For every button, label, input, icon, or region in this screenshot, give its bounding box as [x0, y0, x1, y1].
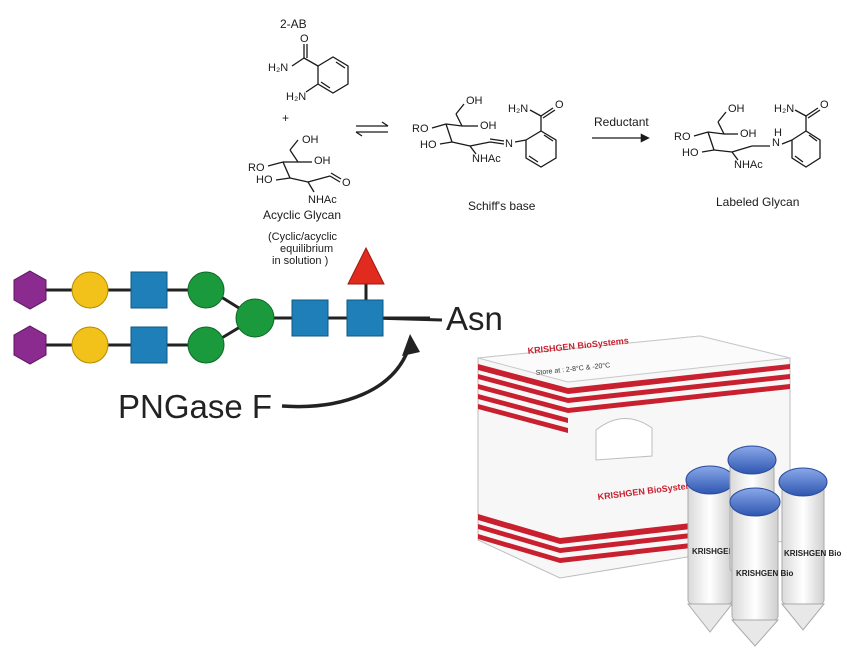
arrow-head-icon [402, 334, 420, 356]
atom-oh: OH [740, 128, 757, 140]
atom-oh: OH [302, 134, 319, 146]
atom-ro: RO [674, 131, 691, 143]
fucose-icon [347, 246, 385, 285]
mannose-icon [187, 326, 225, 364]
atom-o: O [342, 177, 351, 189]
sialic-acid-icon [13, 270, 47, 310]
core-glcnac-icon [291, 299, 329, 337]
atom-h2n: H₂N [286, 91, 306, 103]
core-glcnac-icon [346, 299, 384, 337]
atom-nhac: NHAc [472, 153, 501, 165]
schiff-base-molecule: OH OH RO HO NHAc N O [412, 95, 564, 213]
atom-n: N [772, 137, 780, 149]
reductant-arrow: Reductant [592, 115, 650, 143]
core-mannose-icon [235, 298, 275, 338]
tube-cap-icon [727, 445, 777, 475]
two-ab-molecule: 2-AB O H₂N H₂N + [268, 17, 349, 125]
atom-o: O [555, 99, 564, 111]
schiff-base-label: Schiff's base [468, 199, 536, 213]
tube-cap-icon [685, 465, 735, 495]
atom-h: H [774, 127, 782, 139]
glcnac-icon [130, 326, 168, 364]
kit-product-image: KRISHGEN BioSystems Store at : 2-8°C & -… [477, 335, 841, 647]
reductant-label: Reductant [594, 115, 649, 129]
equilibrium-note-line1: (Cyclic/acyclic [268, 231, 338, 243]
tube-label: KRISHGEN Bio [784, 549, 841, 558]
atom-oh: OH [466, 95, 483, 107]
atom-ho: HO [682, 147, 699, 159]
atom-n: N [505, 138, 513, 150]
pngase-cleavage-arrow [281, 343, 412, 409]
reagent-label: 2-AB [280, 17, 307, 31]
n-glycan-structure: Asn PNGase F [13, 246, 503, 425]
atom-ho: HO [256, 174, 273, 186]
asn-linkage-line [371, 316, 443, 322]
atom-h2n: H₂N [508, 103, 528, 115]
equilibrium-note-line3: in solution ) [272, 255, 328, 267]
tube-label: KRISHGEN Bio [692, 547, 749, 556]
tube-label: KRISHGEN Bio [736, 569, 793, 578]
atom-nhac: NHAc [734, 159, 763, 171]
kit-tube: KRISHGEN Bio [685, 465, 749, 633]
labeled-glycan-molecule: OH OH RO HO NHAc N H O [674, 99, 829, 209]
kit-box-lid [477, 335, 791, 383]
kit-tube: KRISHGEN Bio [729, 487, 793, 647]
galactose-icon [71, 271, 109, 309]
equilibrium-note-line2: equilibrium [280, 243, 333, 255]
equilibrium-arrows [355, 121, 389, 137]
sialic-acid-icon [13, 325, 47, 365]
asn-label: Asn [446, 300, 503, 337]
galactose-icon [71, 326, 109, 364]
atom-oh: OH [314, 155, 331, 167]
atom-o: O [820, 99, 829, 111]
glcnac-icon [130, 271, 168, 309]
kit-tube: KRISHGEN Bio [778, 467, 841, 631]
atom-nhac: NHAc [308, 194, 337, 206]
tube-cap-icon [778, 467, 828, 497]
atom-ro: RO [412, 123, 429, 135]
atom-ro: RO [248, 162, 265, 174]
reaction-scheme: 2-AB O H₂N H₂N + OH OH RO HO [248, 17, 829, 267]
kit-box-tab [595, 418, 653, 461]
atom-h2n: H₂N [268, 62, 288, 74]
tube-cap-icon [729, 487, 781, 517]
plus-sign: + [282, 111, 289, 125]
labeled-glycan-label: Labeled Glycan [716, 195, 799, 209]
kit-front-stripes [560, 364, 790, 563]
mannose-icon [187, 271, 225, 309]
kit-left-stripes [478, 364, 568, 563]
atom-h2n: H₂N [774, 103, 794, 115]
pngase-label: PNGase F [118, 388, 272, 425]
atom-ho: HO [420, 139, 437, 151]
atom-oh: OH [480, 120, 497, 132]
atom-o: O [300, 33, 309, 45]
atom-oh: OH [728, 103, 745, 115]
acyclic-glycan-molecule: OH OH RO HO NHAc O Acyclic Glycan (Cycli… [248, 134, 351, 267]
acyclic-glycan-label: Acyclic Glycan [263, 208, 341, 222]
